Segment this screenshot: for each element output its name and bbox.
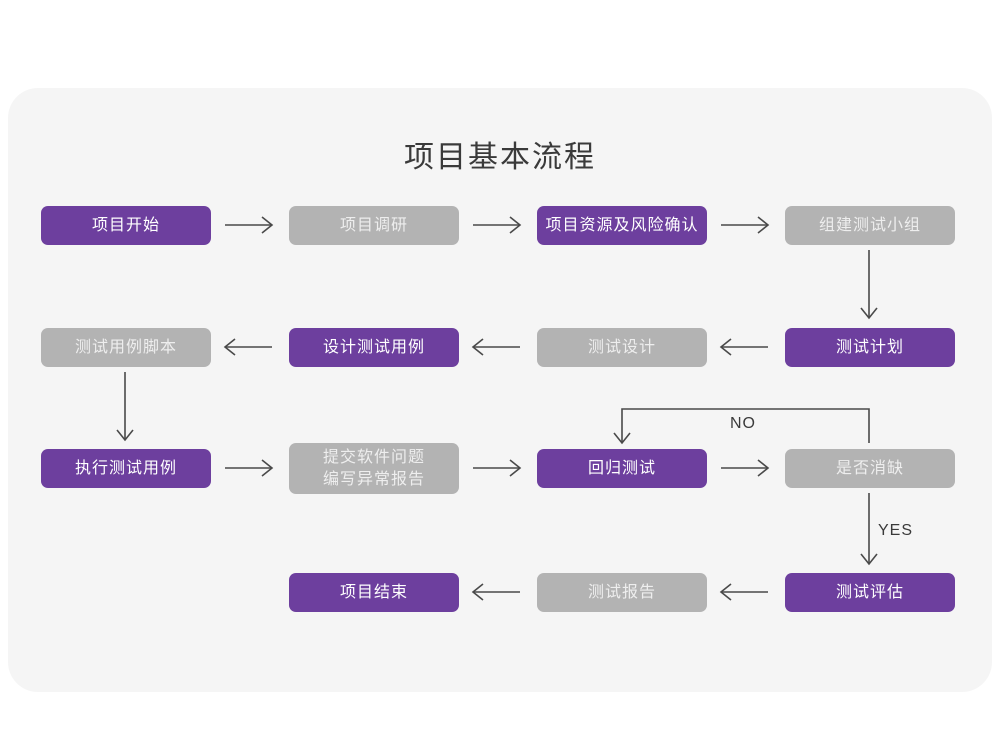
- page-title: 项目基本流程: [404, 141, 596, 174]
- flow-node-label: 项目资源及风险确认: [545, 216, 699, 234]
- flow-node-label: 测试用例脚本: [74, 338, 177, 356]
- flow-node-test-case-script[interactable]: 测试用例脚本: [41, 328, 211, 367]
- flow-node-label: 设计测试用例: [322, 338, 425, 356]
- flow-node-label: 测试设计: [587, 338, 656, 356]
- flow-node-execute-test-case[interactable]: 执行测试用例: [41, 449, 211, 488]
- flow-node-resource-risk-confirm[interactable]: 项目资源及风险确认: [537, 206, 707, 245]
- flow-node-label: 组建测试小组: [818, 216, 921, 234]
- flow-node-build-test-team[interactable]: 组建测试小组: [785, 206, 955, 245]
- flow-node-design-test-case[interactable]: 设计测试用例: [289, 328, 459, 367]
- flow-node-defect-resolved-decision[interactable]: 是否消缺: [785, 449, 955, 488]
- flow-node-label: 项目调研: [339, 216, 408, 234]
- flow-node-regression-test[interactable]: 回归测试: [537, 449, 707, 488]
- flow-node-test-plan[interactable]: 测试计划: [785, 328, 955, 367]
- flow-node-test-evaluation[interactable]: 测试评估: [785, 573, 955, 612]
- edge-label-no: NO: [730, 415, 756, 432]
- flow-node-label: 项目结束: [339, 583, 408, 601]
- flow-node-project-start[interactable]: 项目开始: [41, 206, 211, 245]
- flow-node-label: 提交软件问题 编写异常报告: [322, 448, 425, 488]
- flow-node-label: 测试评估: [835, 583, 904, 601]
- flow-node-test-design[interactable]: 测试设计: [537, 328, 707, 367]
- flow-node-label: 测试计划: [835, 338, 904, 356]
- flow-node-submit-issue-report[interactable]: 提交软件问题 编写异常报告: [289, 443, 459, 494]
- flow-node-label: 回归测试: [587, 459, 656, 477]
- flow-node-label: 测试报告: [587, 583, 656, 601]
- flow-node-project-end[interactable]: 项目结束: [289, 573, 459, 612]
- flow-node-label: 是否消缺: [835, 459, 904, 477]
- flow-node-label: 项目开始: [91, 216, 160, 234]
- flow-node-test-report[interactable]: 测试报告: [537, 573, 707, 612]
- edge-label-yes: YES: [878, 522, 914, 539]
- flow-node-label: 执行测试用例: [74, 459, 177, 477]
- flow-node-project-research[interactable]: 项目调研: [289, 206, 459, 245]
